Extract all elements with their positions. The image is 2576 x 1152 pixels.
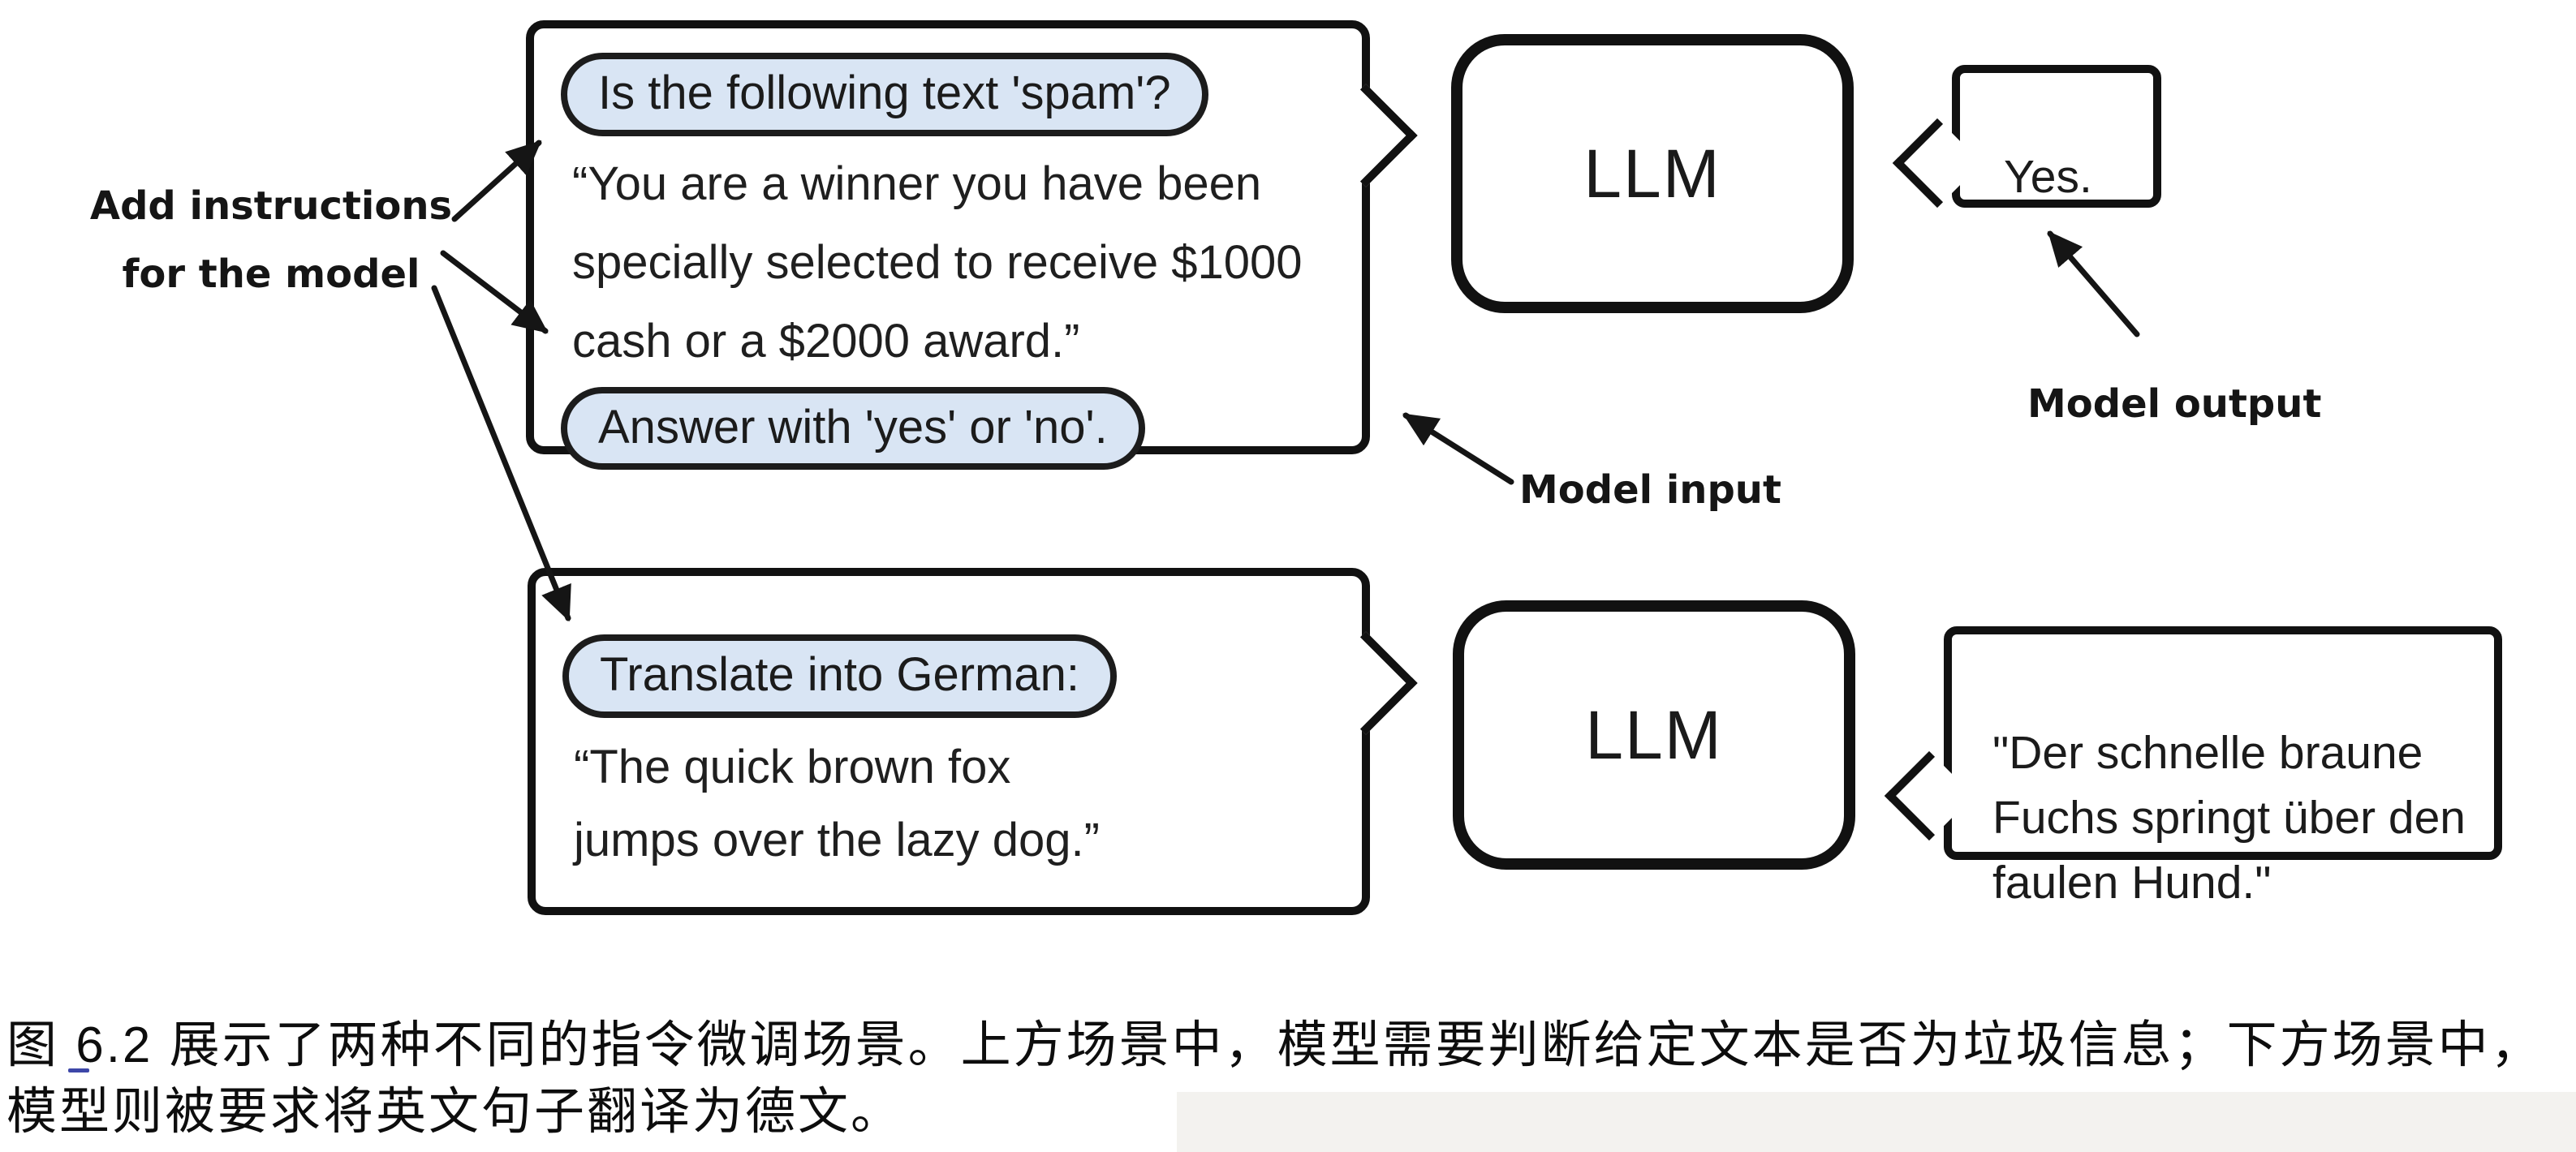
speech-tail-left-icon [1892,118,1983,208]
translation-document-text: “The quick brown fox jumps over the lazy… [574,740,1100,866]
caption-link-underline [68,1068,89,1072]
spam-output-text: Yes. [2004,151,2092,204]
spam-output-bubble: Yes. [1892,65,2161,208]
speech-tail-left-icon [1884,750,1975,841]
spam-document-text: “You are a winner you have been speciall… [572,157,1303,368]
llm-node-bottom: LLM [1453,600,1855,870]
translation-output-text: "Der schnelle braune Fuchs springt über … [1992,727,2466,909]
translation-output-bubble: "Der schnelle braune Fuchs springt über … [1884,626,2502,909]
translation-instruction-pill: Translate into German: [562,634,1117,718]
spam-instruction-bottom-pill: Answer with 'yes' or 'no'. [561,386,1145,471]
arrow-model-input [1402,412,1514,485]
spam-box-content: Is the following text 'spam'? “You are a… [534,28,1362,471]
model-output-label: Model output [2027,381,2322,427]
llm-node-top: LLM [1451,34,1854,313]
arrow-model-output [2047,230,2140,337]
model-input-label: Model input [1519,467,1781,513]
spam-instruction-top-pill: Is the following text 'spam'? [561,53,1208,136]
spam-model-input-box: Is the following text 'spam'? “You are a… [526,20,1418,471]
figure-caption: 图 6.2 展示了两种不同的指令微调场景。上方场景中，模型需要判断给定文本是否为… [6,1017,2544,1140]
page-background-shade [1177,1092,2576,1152]
translation-box-content: Translate into German: “The quick brown … [536,576,1362,907]
add-instructions-label: Add instructions for the model [89,183,453,297]
translation-model-input-box: Translate into German: “The quick brown … [528,568,1418,915]
